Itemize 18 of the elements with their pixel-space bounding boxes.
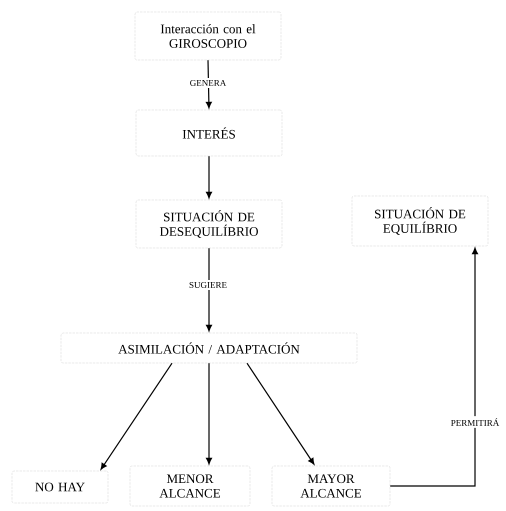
process-box: NO HAY [12, 470, 108, 504]
edge-label: GENERA [188, 78, 228, 88]
process-box: INTERÉS [136, 110, 282, 156]
edge-label: SUGIERE [187, 280, 229, 290]
arrow [206, 363, 212, 464]
process-box: MENOR ALCANCE [130, 466, 250, 506]
arrow [206, 60, 212, 108]
edge-label: PERMITIRÁ [448, 416, 502, 428]
arrow [100, 362, 172, 470]
arrow [206, 156, 212, 198]
arrow [246, 362, 314, 465]
process-box: ASIMILACIÓN / ADAPTACIÓN [60, 332, 358, 364]
process-box: SITUACIÓN DE DESEQUILÍBRIO [136, 200, 282, 248]
arrow [390, 248, 478, 487]
process-box: Interacción con el GIROSCOPIO [134, 12, 282, 60]
process-box: MAYOR ALCANCE [272, 466, 390, 506]
arrow [206, 248, 212, 332]
process-box: SITUACIÓN DE EQUILÍBRIO [352, 196, 488, 246]
